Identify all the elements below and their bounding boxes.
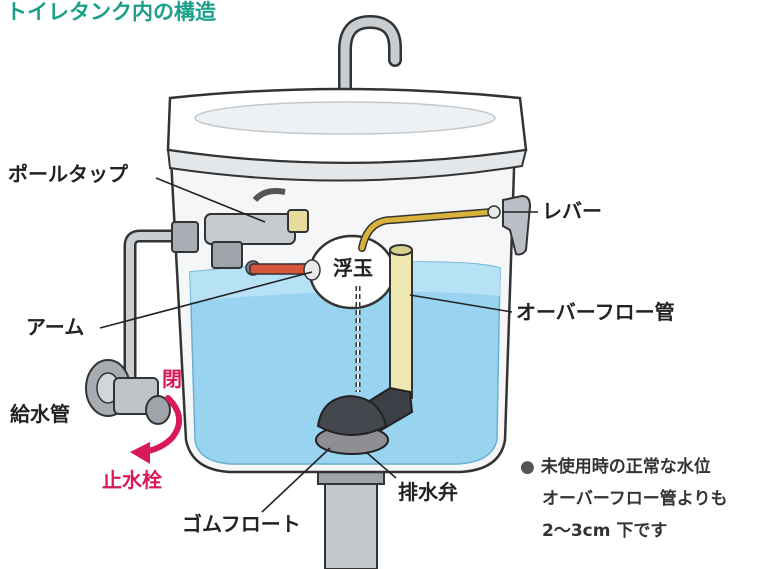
label-drain-valve: 排水弁	[398, 480, 458, 504]
rubber-float	[315, 394, 389, 455]
label-overflow-pipe: オーバーフロー管	[516, 300, 675, 324]
label-arm: アーム	[26, 315, 85, 339]
bullet-icon: ●	[520, 457, 535, 477]
lever-handle	[502, 194, 532, 256]
lever-rod	[358, 205, 501, 252]
note-line-1: ● 未使用時の正常な水位	[520, 457, 711, 477]
label-close: 閉	[162, 367, 182, 391]
label-float: 浮玉	[333, 256, 373, 280]
supply-pipe	[123, 221, 199, 390]
drain-pipe	[317, 469, 385, 569]
close-direction-arrow	[130, 395, 182, 464]
label-rubber-float: ゴムフロート	[182, 512, 301, 536]
label-stop-valve: 止水栓	[102, 468, 162, 492]
note-line-3: 2〜3cm 下です	[542, 521, 668, 541]
label-lever: レバー	[542, 199, 602, 223]
label-ball-tap: ポールタップ	[8, 162, 128, 186]
note-line-2: オーバーフロー管よりも	[542, 489, 728, 509]
ball-tap	[204, 188, 309, 276]
water-level-note: ● 未使用時の正常な水位 オーバーフロー管よりも 2〜3cm 下です	[520, 456, 727, 542]
arm	[249, 263, 313, 275]
label-supply-pipe: 給水管	[10, 402, 70, 426]
page-title: トイレタンク内の構造	[6, 0, 216, 24]
leader-lines	[99, 177, 538, 513]
overflow-pipe	[389, 244, 413, 399]
stop-valve	[85, 359, 171, 425]
tank-lid	[166, 87, 528, 182]
